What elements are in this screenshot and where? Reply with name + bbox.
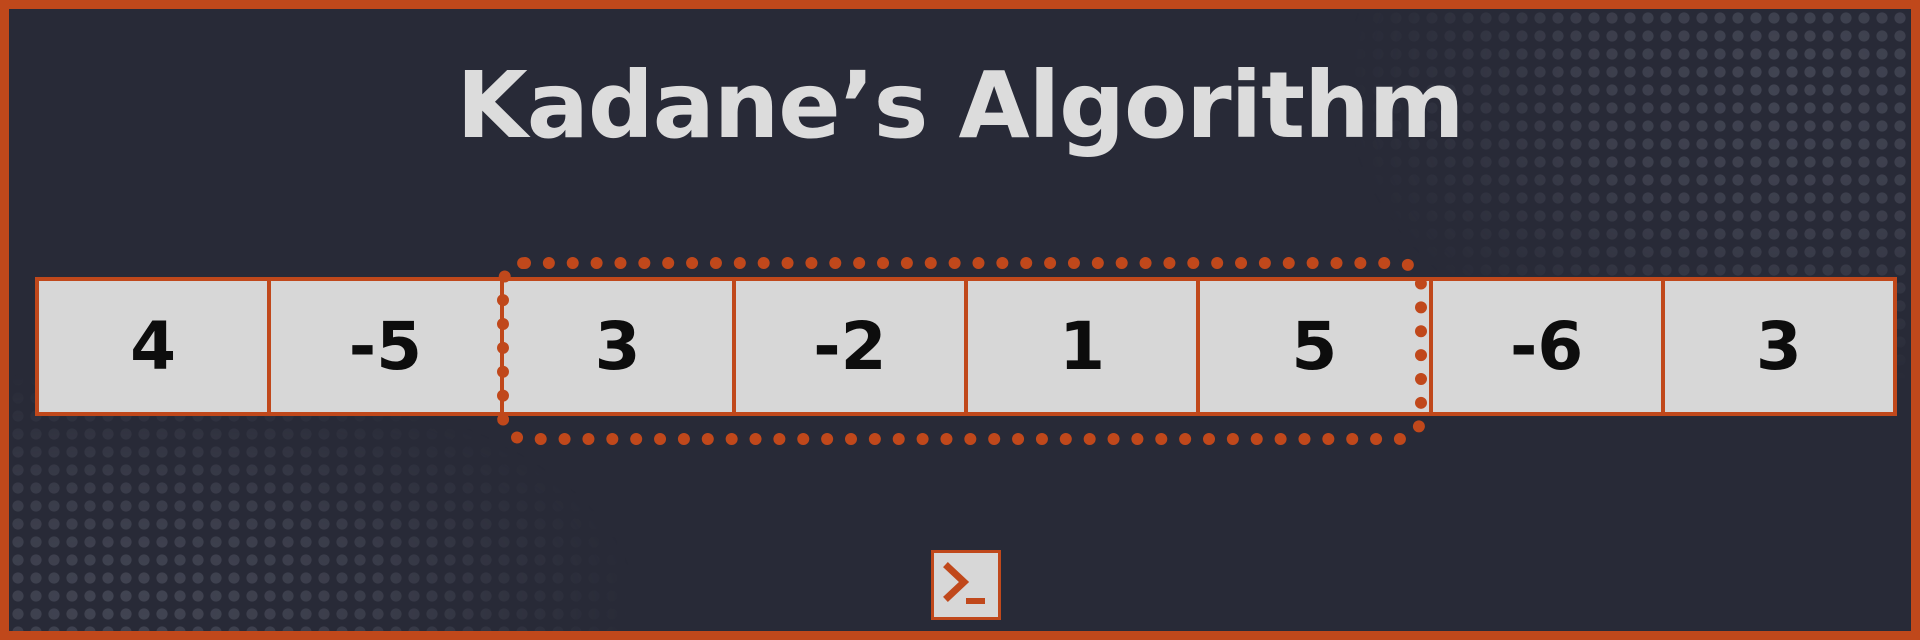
array-cell: 4 (39, 281, 268, 412)
array-cell: 1 (968, 281, 1197, 412)
terminal-prompt-icon (943, 562, 985, 604)
array-cell: -6 (1432, 281, 1661, 412)
array-cell: 3 (1664, 281, 1893, 412)
array-cell: 5 (1200, 281, 1429, 412)
array-cell: -2 (735, 281, 964, 412)
diagram-title: Kadane’s Algorithm (456, 52, 1465, 159)
array-row: 4 -5 3 -2 1 5 -6 3 (35, 277, 1897, 416)
array-cell: 3 (503, 281, 732, 412)
terminal-logo (931, 550, 1001, 620)
array-cell: -5 (271, 281, 500, 412)
